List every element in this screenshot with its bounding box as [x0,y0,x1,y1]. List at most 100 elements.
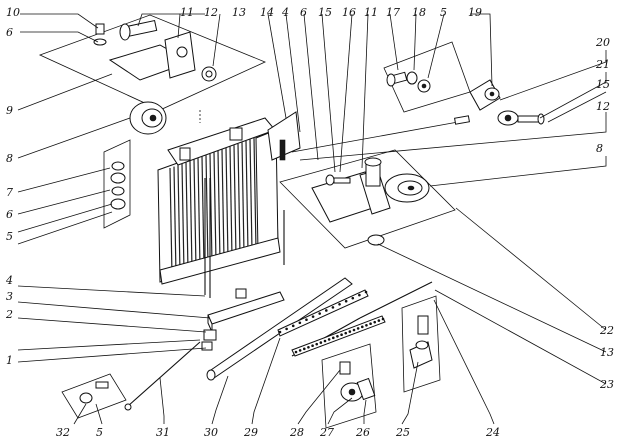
top-right-fasteners [383,41,545,126]
callout-number: 18 [412,6,426,19]
radiator-fin [169,167,173,277]
callout-number: 11 [364,6,378,19]
thread-mark [291,324,295,328]
callout-number: 6 [300,6,307,19]
callout-number: 13 [600,346,614,359]
radiator-fin [173,166,177,275]
thread-mark [352,328,356,332]
thread-mark [336,334,339,338]
lower-rod [291,315,386,357]
callout-number: 2 [5,308,13,321]
radiator-fin [193,159,197,269]
radiator-fin [209,153,213,264]
thread-mark [285,327,288,331]
radiator-fin [237,143,241,255]
thread-mark [298,349,302,352]
radiator-fin [177,165,181,274]
callout-number: 8 [596,142,603,155]
callout-number: 5 [440,6,447,19]
callout-number: 9 [6,104,13,117]
callout-number: 27 [319,426,334,439]
callout-number: 15 [318,6,332,19]
nut-set [321,343,377,429]
callout-number: 29 [243,426,258,439]
radiator-fin [241,142,245,254]
thread-mark [327,338,331,341]
thread-mark [338,303,341,306]
callout-number: 30 [204,426,218,439]
thread-mark [344,331,348,335]
callout-number: 32 [56,426,70,439]
radiator-core [157,111,301,298]
callout-number: 14 [260,6,274,19]
callout-number: 6 [6,208,13,221]
radiator-fin [221,149,225,260]
thread-mark [323,339,327,343]
callout-number: 4 [5,274,13,287]
thread-mark [365,323,368,327]
thread-mark [294,350,298,354]
thread-mark [331,336,335,340]
callout-number: 6 [6,26,13,39]
callout-number: 24 [485,426,500,439]
radiator-fin [197,157,201,268]
callout-number: 17 [386,6,400,19]
plate-and-rod [61,341,201,419]
callout-number: 4 [281,6,289,19]
callout-number: 10 [6,6,20,19]
inset-bracket-panel [38,14,267,135]
radiator-fin [245,140,249,253]
thread-mark [373,320,377,324]
callout-number: 11 [180,6,194,19]
radiator-fins [169,137,257,277]
thread-mark [377,319,381,322]
callout-number: 5 [96,426,103,439]
thread-mark [364,290,368,294]
thread-mark [278,330,282,334]
callout-number: 21 [595,58,610,71]
thread-mark [307,345,310,349]
callout-number: 19 [468,6,482,19]
bracket-bar [201,288,285,351]
callout-number: 15 [596,78,610,91]
thread-mark [302,347,306,351]
radiator-fin [205,155,209,265]
thread-mark [311,344,314,348]
thread-mark [319,341,323,344]
thread-mark [344,299,348,303]
thread-mark [340,333,343,337]
long-tube [206,277,353,381]
thread-mark [358,293,361,297]
callout-number: 1 [6,354,13,367]
callout-number: 7 [6,186,13,199]
callout-number: 12 [204,6,218,19]
callout-number: 8 [6,152,13,165]
callout-number: 20 [595,36,610,49]
thread-mark [318,312,321,315]
callout-number: 25 [395,426,410,439]
radiator-fin [253,137,257,251]
radiator-fin [233,145,237,257]
callout-number: 12 [596,100,610,113]
radiator-fin [225,147,229,259]
thread-mark [298,321,302,325]
threaded-rod [277,289,369,337]
leader-lines [17,13,607,425]
thread-mark [325,309,328,312]
thread-mark [369,322,372,326]
callout-number: 26 [355,426,370,439]
radiator-fin [189,160,193,270]
thread-mark [348,330,352,333]
callout-number: 16 [342,6,356,19]
thread-mark [351,296,355,300]
callout-number: 31 [156,426,170,439]
thread-mark [356,327,360,330]
callout-number: 22 [599,324,614,337]
thread-mark [305,318,308,321]
adjusting-screw [401,295,441,393]
radiator-fin [213,152,217,263]
callout-number: 13 [232,6,246,19]
